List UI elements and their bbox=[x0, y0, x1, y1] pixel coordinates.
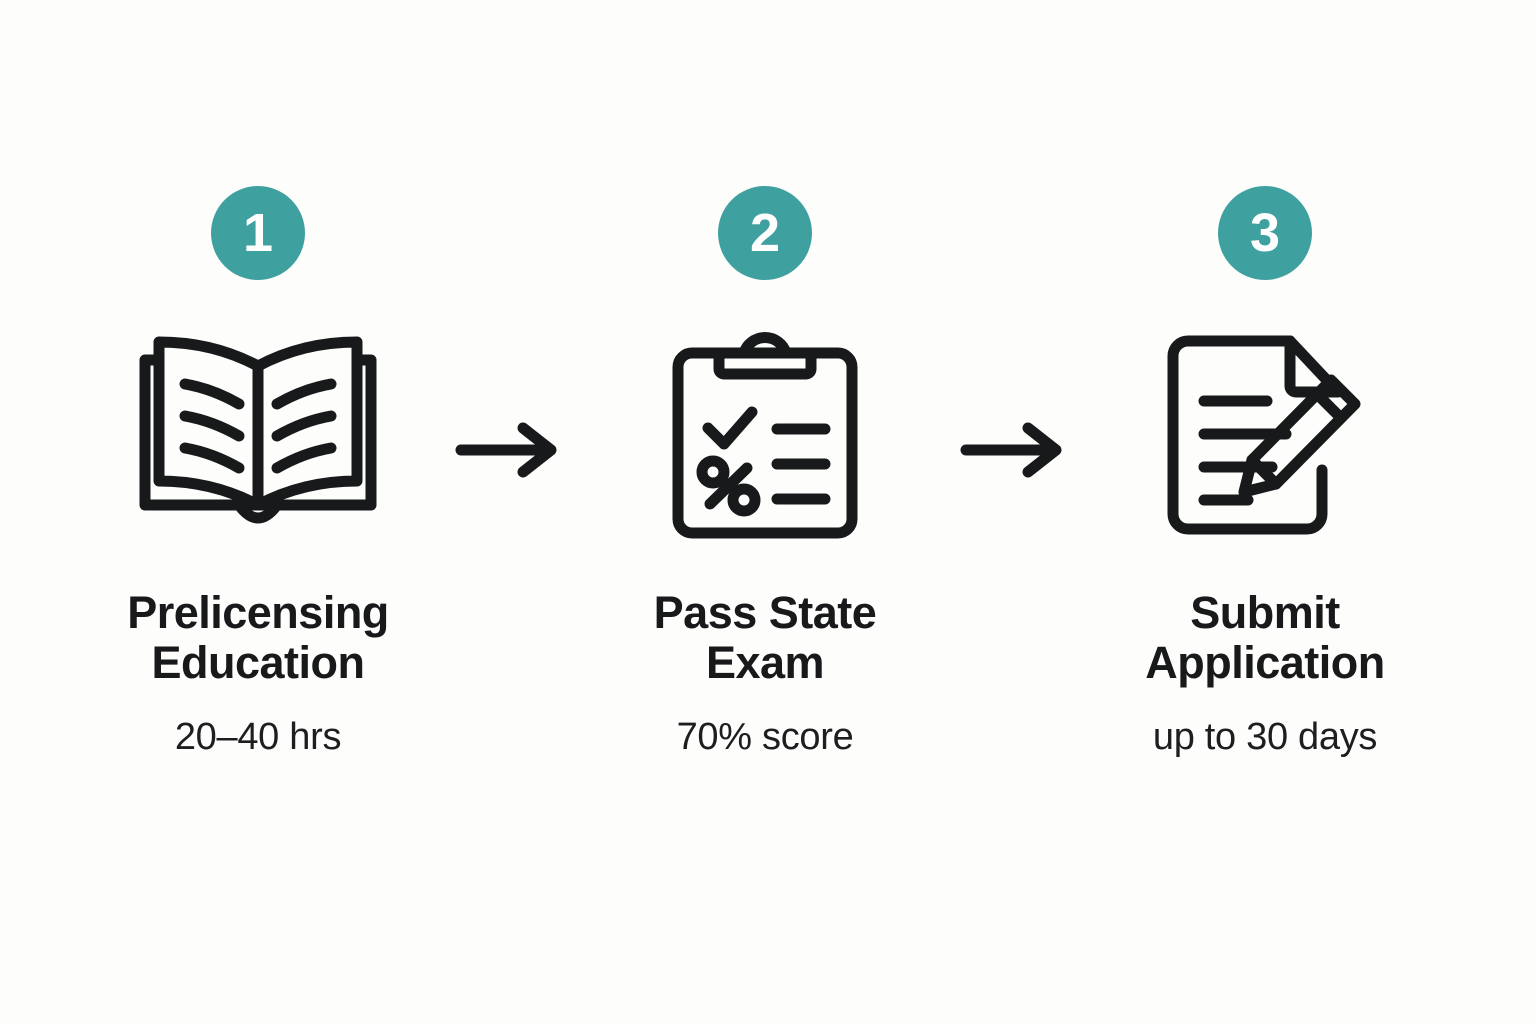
step-number-1: 1 bbox=[242, 203, 274, 263]
process-step-1: 1 P bbox=[93, 186, 423, 759]
process-step-2: 2 Pass State Exam bbox=[600, 186, 930, 759]
step-title-1: Prelicensing Education bbox=[127, 587, 389, 688]
step-number-2: 2 bbox=[749, 203, 781, 263]
step-title-2: Pass State Exam bbox=[653, 587, 877, 688]
clipboard-checklist-icon bbox=[667, 328, 863, 544]
step-subtitle-1: 20–40 hrs bbox=[174, 716, 342, 758]
document-pencil-icon bbox=[1162, 328, 1368, 544]
step-number-3: 3 bbox=[1249, 203, 1281, 263]
step-subtitle-3: up to 30 days bbox=[1152, 716, 1378, 758]
step-number-badge-3: 3 bbox=[1218, 186, 1312, 280]
open-book-icon bbox=[127, 328, 389, 544]
arrow-step-1-to-2 bbox=[455, 420, 565, 480]
step-title-3: Submit Application bbox=[1145, 587, 1385, 688]
step-number-badge-2: 2 bbox=[718, 186, 812, 280]
process-step-3: 3 Submit Application up to bbox=[1100, 186, 1430, 759]
step-number-badge-1: 1 bbox=[211, 186, 305, 280]
arrow-step-2-to-3 bbox=[960, 420, 1070, 480]
step-subtitle-2: 70% score bbox=[676, 716, 854, 758]
